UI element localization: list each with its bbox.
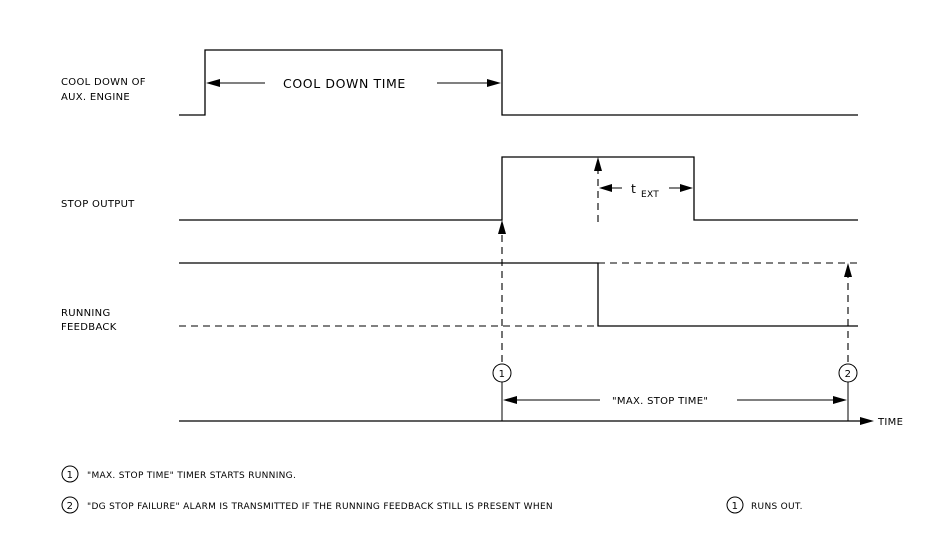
- max-stop-arrow-right: [833, 396, 847, 404]
- cool-down-arrow-right: [487, 79, 501, 87]
- note-1-circle: [61, 465, 79, 483]
- trigger-arrow-2: [844, 263, 852, 277]
- t-ext-arrow-left: [599, 184, 612, 192]
- running-feedback-waveform: [179, 262, 858, 327]
- t-ext-subscript: EXT: [641, 190, 659, 200]
- max-stop-time-label: "MAX. STOP TIME": [612, 396, 708, 407]
- t-ext-arrow-right: [680, 184, 693, 192]
- cool-down-time-label: COOL DOWN TIME: [283, 76, 406, 91]
- note-1-number: 1: [67, 470, 74, 481]
- marker-1-text: 1: [499, 369, 506, 380]
- note-2-ref-circle: [726, 496, 744, 514]
- running-feedback-label-1: RUNNING: [61, 308, 111, 319]
- stop-output-label: STOP OUTPUT: [61, 199, 135, 210]
- running-feedback-label-2: FEEDBACK: [61, 322, 117, 333]
- note-1-text: "MAX. STOP TIME" TIMER STARTS RUNNING.: [87, 471, 296, 481]
- cool-down-label-1: COOL DOWN OF: [61, 77, 146, 88]
- t-ext-marker-arrow: [594, 157, 602, 171]
- time-axis-label: TIME: [877, 417, 903, 428]
- t-ext-main: t: [631, 181, 637, 196]
- max-stop-arrow-left: [503, 396, 517, 404]
- note-2-text-after: RUNS OUT.: [751, 502, 803, 512]
- note-2-ref-number: 1: [732, 501, 739, 512]
- marker-2-text: 2: [845, 369, 852, 380]
- cool-down-label-2: AUX. ENGINE: [61, 92, 130, 103]
- cool-down-arrow-left: [206, 79, 220, 87]
- stop-output-waveform: [179, 156, 858, 221]
- cool-down-waveform: [179, 49, 858, 116]
- time-axis-arrow: [860, 417, 874, 425]
- note-2-number: 2: [67, 501, 74, 512]
- trigger-arrow-1: [498, 220, 506, 234]
- note-2-circle: [61, 496, 79, 514]
- note-2-text-before: "DG STOP FAILURE" ALARM IS TRANSMITTED I…: [87, 502, 553, 512]
